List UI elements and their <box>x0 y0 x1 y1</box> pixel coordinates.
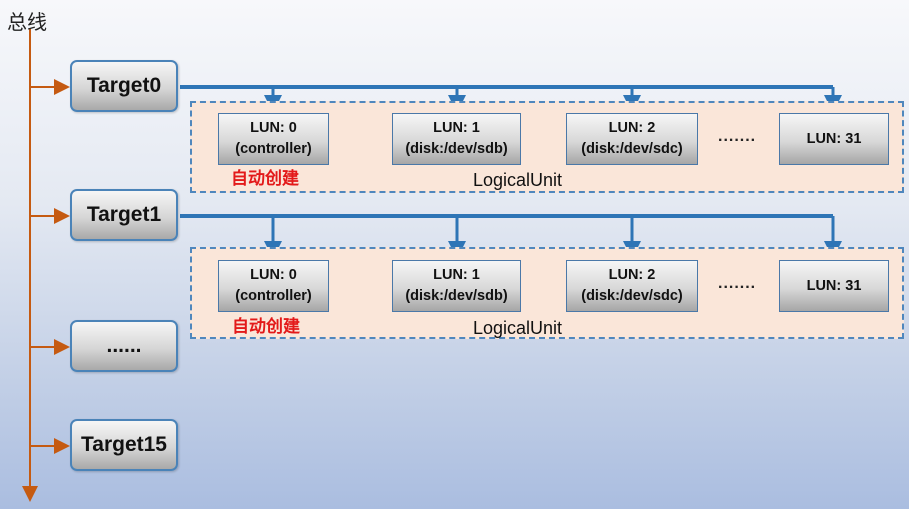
lun-box[interactable]: LUN: 1 (disk:/dev/sdb) <box>392 260 521 312</box>
lun-box[interactable]: LUN: 2 (disk:/dev/sdc) <box>566 260 698 312</box>
lun-box[interactable]: LUN: 2 (disk:/dev/sdc) <box>566 113 698 165</box>
target-box-ellipsis[interactable]: ...... <box>70 320 178 372</box>
lun-box[interactable]: LUN: 1 (disk:/dev/sdb) <box>392 113 521 165</box>
lun-number: LUN: 0 <box>250 267 297 283</box>
lun-box[interactable]: LUN: 31 <box>779 260 889 312</box>
lun-ellipsis: ....... <box>718 275 757 292</box>
lun-device: (disk:/dev/sdb) <box>405 141 508 157</box>
logical-unit-label: LogicalUnit <box>473 318 563 338</box>
bus-label: 总线 <box>7 10 47 34</box>
lun-device: (controller) <box>235 141 312 157</box>
lun-number: LUN: 2 <box>608 267 656 283</box>
lun-device: (disk:/dev/sdb) <box>405 288 508 304</box>
lun-box[interactable]: LUN: 31 <box>779 113 889 165</box>
auto-created-label: 自动创建 <box>232 317 300 337</box>
lun-number: LUN: 1 <box>433 267 480 283</box>
auto-created-label: 自动创建 <box>231 169 299 189</box>
lun-number: LUN: 31 <box>806 277 862 294</box>
target-box-1[interactable]: Target1 <box>70 189 178 241</box>
lun-device: (disk:/dev/sdc) <box>581 141 683 157</box>
target-box-15[interactable]: Target15 <box>70 419 178 471</box>
lun-number: LUN: 31 <box>806 130 862 147</box>
lun-device: (controller) <box>235 288 312 304</box>
lun-number: LUN: 0 <box>250 120 297 136</box>
lun-ellipsis: ....... <box>718 128 757 145</box>
target-box-0[interactable]: Target0 <box>70 60 178 112</box>
lun-number: LUN: 1 <box>433 120 480 136</box>
lun-device: (disk:/dev/sdc) <box>581 288 683 304</box>
lun-box[interactable]: LUN: 0 (controller) <box>218 260 329 312</box>
logical-unit-label: LogicalUnit <box>473 170 563 190</box>
lun-box[interactable]: LUN: 0 (controller) <box>218 113 329 165</box>
lun-number: LUN: 2 <box>608 120 656 136</box>
